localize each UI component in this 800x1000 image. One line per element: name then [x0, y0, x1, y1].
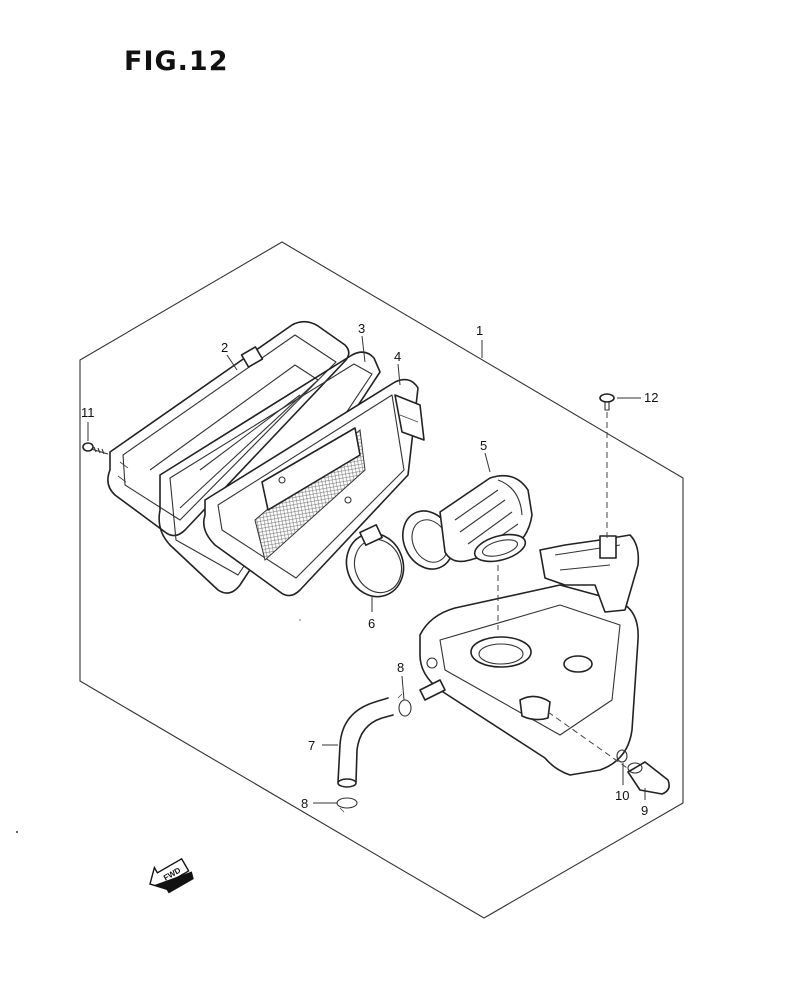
alignment-line-plug: [547, 711, 631, 771]
callout-9: 9: [641, 803, 648, 818]
part-4-filter-element: [202, 378, 425, 597]
callout-5: 5: [480, 438, 487, 453]
part-7-drain-hose: [337, 697, 394, 788]
part-8-clip-lower: [336, 797, 358, 813]
callout-leaders: [87, 335, 646, 804]
part-12-screw: [599, 393, 615, 411]
speck: [299, 619, 301, 621]
part-6-hose-clamp: [345, 524, 405, 598]
callout-10: 10: [615, 788, 629, 803]
part-11-screw: [82, 442, 109, 455]
callout-4: 4: [394, 349, 401, 364]
part-10-clip: [616, 749, 628, 763]
speck: [16, 831, 18, 833]
part-9-drain-plug: [627, 761, 670, 795]
callout-11: 11: [81, 405, 95, 420]
callout-8-lower: 8: [301, 796, 308, 811]
forward-arrow-icon: FWD: [149, 857, 194, 894]
callout-1: 1: [476, 323, 483, 338]
part-8-clip-upper: [397, 693, 412, 717]
callout-6: 6: [368, 616, 375, 631]
part-5-intake-duct: [402, 474, 533, 570]
assembly-boundary: [79, 241, 684, 919]
part-1-cleaner-case: [419, 534, 640, 776]
callout-12: 12: [644, 390, 658, 405]
callout-8-upper: 8: [397, 660, 404, 675]
part-2-cleaner-cover: [107, 320, 350, 537]
callout-7: 7: [308, 738, 315, 753]
callout-3: 3: [358, 321, 365, 336]
callout-2: 2: [221, 340, 228, 355]
figure-title: FIG.12: [124, 46, 229, 77]
